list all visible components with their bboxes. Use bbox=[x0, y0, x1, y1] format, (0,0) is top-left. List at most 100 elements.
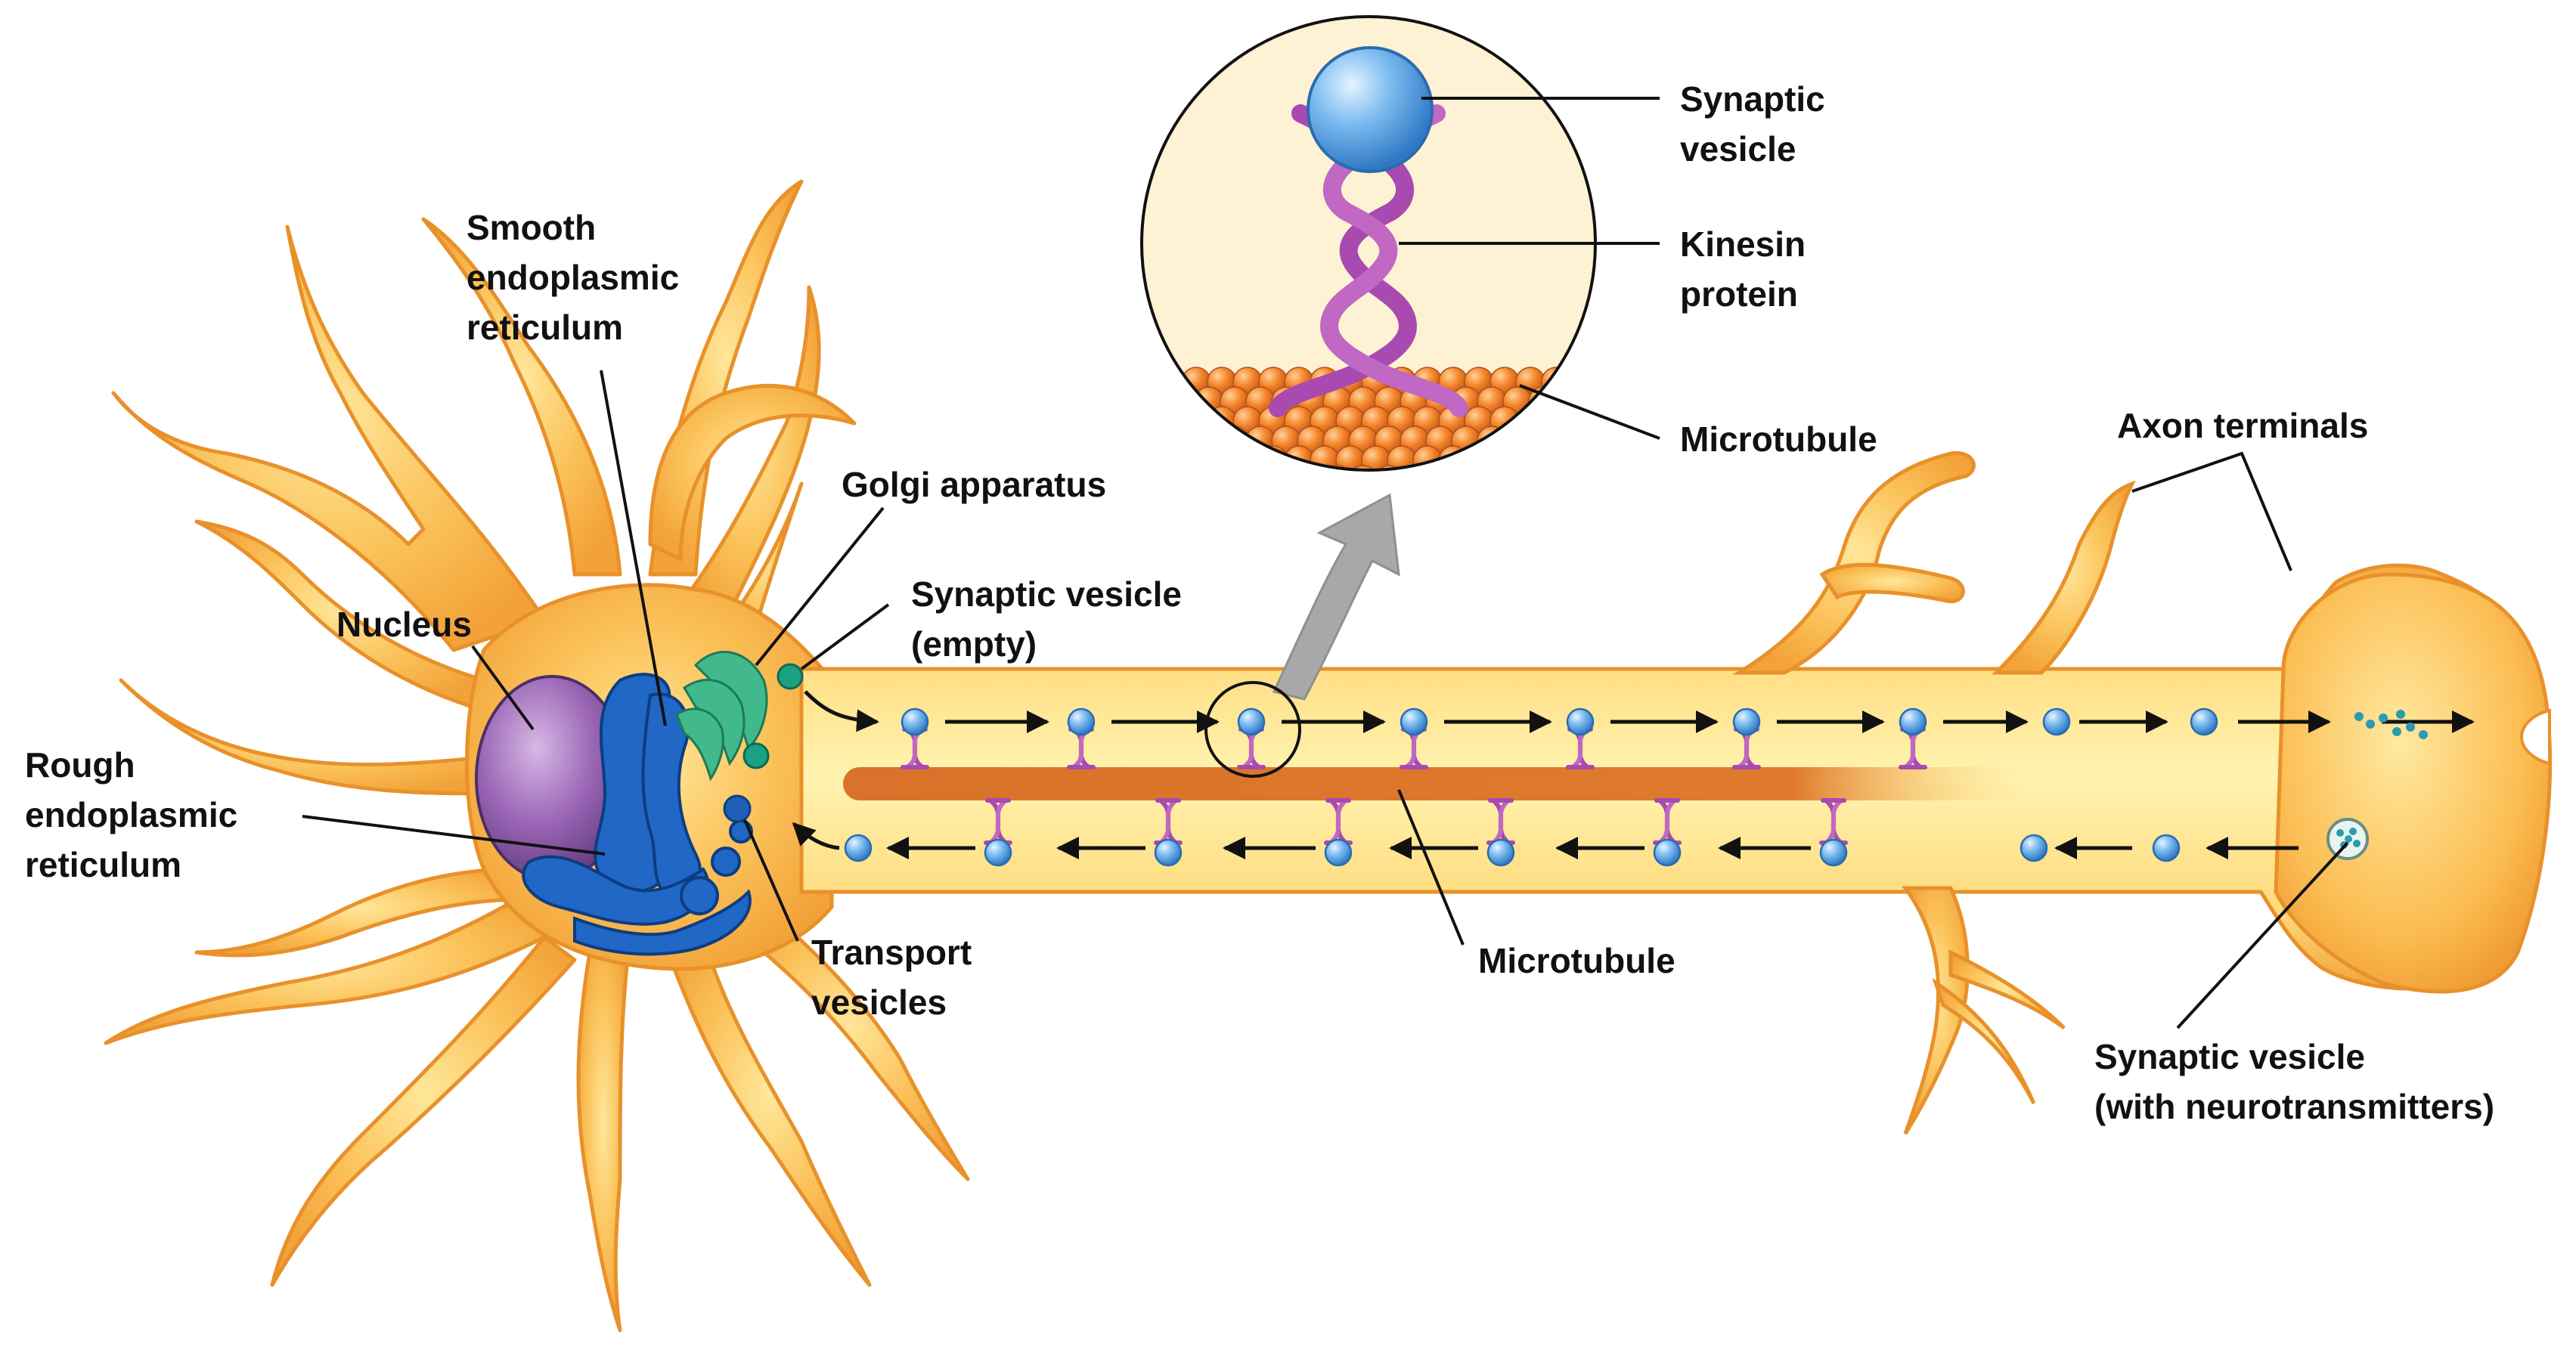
leader-lines bbox=[302, 97, 2349, 1029]
neurotransmitter-dot bbox=[2419, 730, 2428, 739]
microtubule-bead bbox=[1207, 445, 1237, 470]
microtubule-bead bbox=[1207, 406, 1237, 436]
rough-er-shape bbox=[522, 673, 753, 956]
microtubule-bead bbox=[1105, 407, 1133, 435]
neurotransmitter-dot bbox=[2366, 720, 2375, 729]
label-microtubule-axon: Microtubule bbox=[1478, 941, 1675, 980]
synaptic-vesicle-icon bbox=[1067, 707, 1096, 736]
label-synaptic-vesicle-empty: Synaptic vesicle(empty) bbox=[911, 574, 1182, 664]
axon-branch bbox=[1991, 480, 2136, 675]
microtubule-bead bbox=[1168, 465, 1198, 470]
microtubule-bead bbox=[1322, 465, 1353, 470]
microtubule-bead bbox=[1502, 465, 1533, 470]
microtubule-bead bbox=[1567, 445, 1595, 470]
dendrite bbox=[111, 224, 547, 652]
leader-inset-microtubule bbox=[1519, 384, 1660, 440]
transport-vesicle-shape bbox=[723, 794, 752, 823]
synaptic-cleft bbox=[2519, 708, 2551, 766]
dendrite bbox=[104, 890, 547, 1045]
microtubule-bead bbox=[1541, 445, 1571, 470]
microtubule-bead bbox=[1271, 465, 1301, 470]
synaptic-vesicle-icon bbox=[1653, 838, 1682, 867]
microtubule-bead bbox=[1155, 406, 1186, 436]
synaptic-vesicle-icon bbox=[1237, 707, 1266, 736]
microtubule-bead bbox=[1245, 465, 1276, 470]
label-nucleus: Nucleus bbox=[336, 605, 472, 644]
dendrite bbox=[678, 285, 821, 622]
dendrite bbox=[270, 935, 577, 1287]
synaptic-vesicle-icon bbox=[1400, 707, 1428, 736]
microtubule-bead bbox=[1400, 465, 1430, 470]
neurotransmitter-dot bbox=[2345, 835, 2352, 843]
microtubule-bead bbox=[1142, 426, 1147, 456]
microtubule-bead bbox=[1489, 445, 1520, 470]
dendrite bbox=[663, 935, 872, 1287]
label-inset-microtubule: Microtubule bbox=[1680, 419, 1877, 459]
microtubule-bead bbox=[1579, 426, 1595, 456]
vesicle-transport-layer bbox=[792, 690, 2475, 867]
leader-synaptic-vesicle-empty bbox=[800, 603, 890, 670]
microtubule-bead bbox=[1181, 406, 1211, 436]
dendrite bbox=[421, 217, 622, 577]
synaptic-vesicle-icon bbox=[1732, 707, 1761, 736]
microtubule-bead bbox=[1168, 386, 1198, 416]
microtubule-bead bbox=[1142, 465, 1173, 470]
synaptic-vesicle-icon bbox=[984, 838, 1012, 867]
microtubule-bead bbox=[1541, 406, 1571, 436]
microtubule-bead bbox=[1194, 426, 1224, 456]
microtubule-bead bbox=[1105, 446, 1133, 475]
leader-nucleus bbox=[471, 645, 535, 731]
axon-branch bbox=[1932, 977, 2036, 1105]
synaptic-vesicle-icon bbox=[1819, 838, 1848, 867]
neurotransmitter-dot bbox=[2379, 714, 2388, 723]
synaptic-vesicle-icon bbox=[1899, 707, 1927, 736]
microtubule-bead bbox=[1515, 445, 1545, 470]
axon-terminal-bulb bbox=[2274, 572, 2553, 994]
microtubule-bead bbox=[1142, 386, 1173, 416]
microtubule-bead bbox=[1181, 445, 1211, 470]
microtubule-bead bbox=[1425, 465, 1455, 470]
dendrite bbox=[194, 867, 524, 958]
microtubule-bead bbox=[1232, 445, 1263, 470]
label-synaptic-vesicle-nt: Synaptic vesicle(with neurotransmitters) bbox=[2094, 1037, 2495, 1126]
microtubule-bead bbox=[1105, 367, 1133, 396]
leader-golgi bbox=[755, 506, 885, 667]
dendrite bbox=[648, 383, 857, 562]
synaptic-vesicle-icon bbox=[901, 707, 929, 736]
microtubule-bead bbox=[1155, 445, 1186, 470]
microtubule-bead bbox=[1554, 426, 1584, 456]
axon-branch bbox=[1732, 450, 1976, 675]
golgi-shape bbox=[675, 651, 768, 782]
microtubule-bead bbox=[1348, 465, 1378, 470]
dendrite bbox=[194, 519, 486, 713]
microtubule-bead bbox=[1592, 367, 1595, 397]
neurotransmitter-dot bbox=[2392, 727, 2401, 736]
synaptic-vesicle-icon bbox=[2020, 834, 2048, 862]
direction-arrow-icon bbox=[804, 690, 879, 732]
leader-rough-er bbox=[302, 815, 606, 856]
microtubule-bead bbox=[1528, 426, 1558, 456]
leader-microtubule-axon bbox=[1397, 789, 1465, 946]
zoom-arrow-icon bbox=[1272, 493, 1400, 701]
microtubule-bead bbox=[1220, 465, 1250, 470]
microtubule-bead bbox=[1142, 445, 1160, 470]
neurotransmitter-dot bbox=[2354, 712, 2364, 721]
synaptic-vesicle-icon bbox=[1566, 707, 1595, 736]
synaptic-vesicle-icon bbox=[844, 834, 873, 862]
organelles bbox=[475, 651, 804, 956]
microtubule-bead bbox=[1142, 426, 1173, 456]
leader-transport-vesicles bbox=[743, 819, 799, 942]
microtubule-bead bbox=[1579, 465, 1595, 470]
neurotransmitter-dot bbox=[2336, 829, 2344, 837]
microtubule-bead bbox=[1554, 465, 1584, 470]
microtubule-bead bbox=[1567, 367, 1595, 397]
microtubule-bead bbox=[1310, 445, 1340, 470]
neurotransmitter-dot bbox=[2353, 840, 2361, 847]
microtubule-bead bbox=[1502, 426, 1533, 456]
microtubule-bead bbox=[1464, 445, 1494, 470]
microtubule-bead bbox=[1592, 445, 1595, 470]
